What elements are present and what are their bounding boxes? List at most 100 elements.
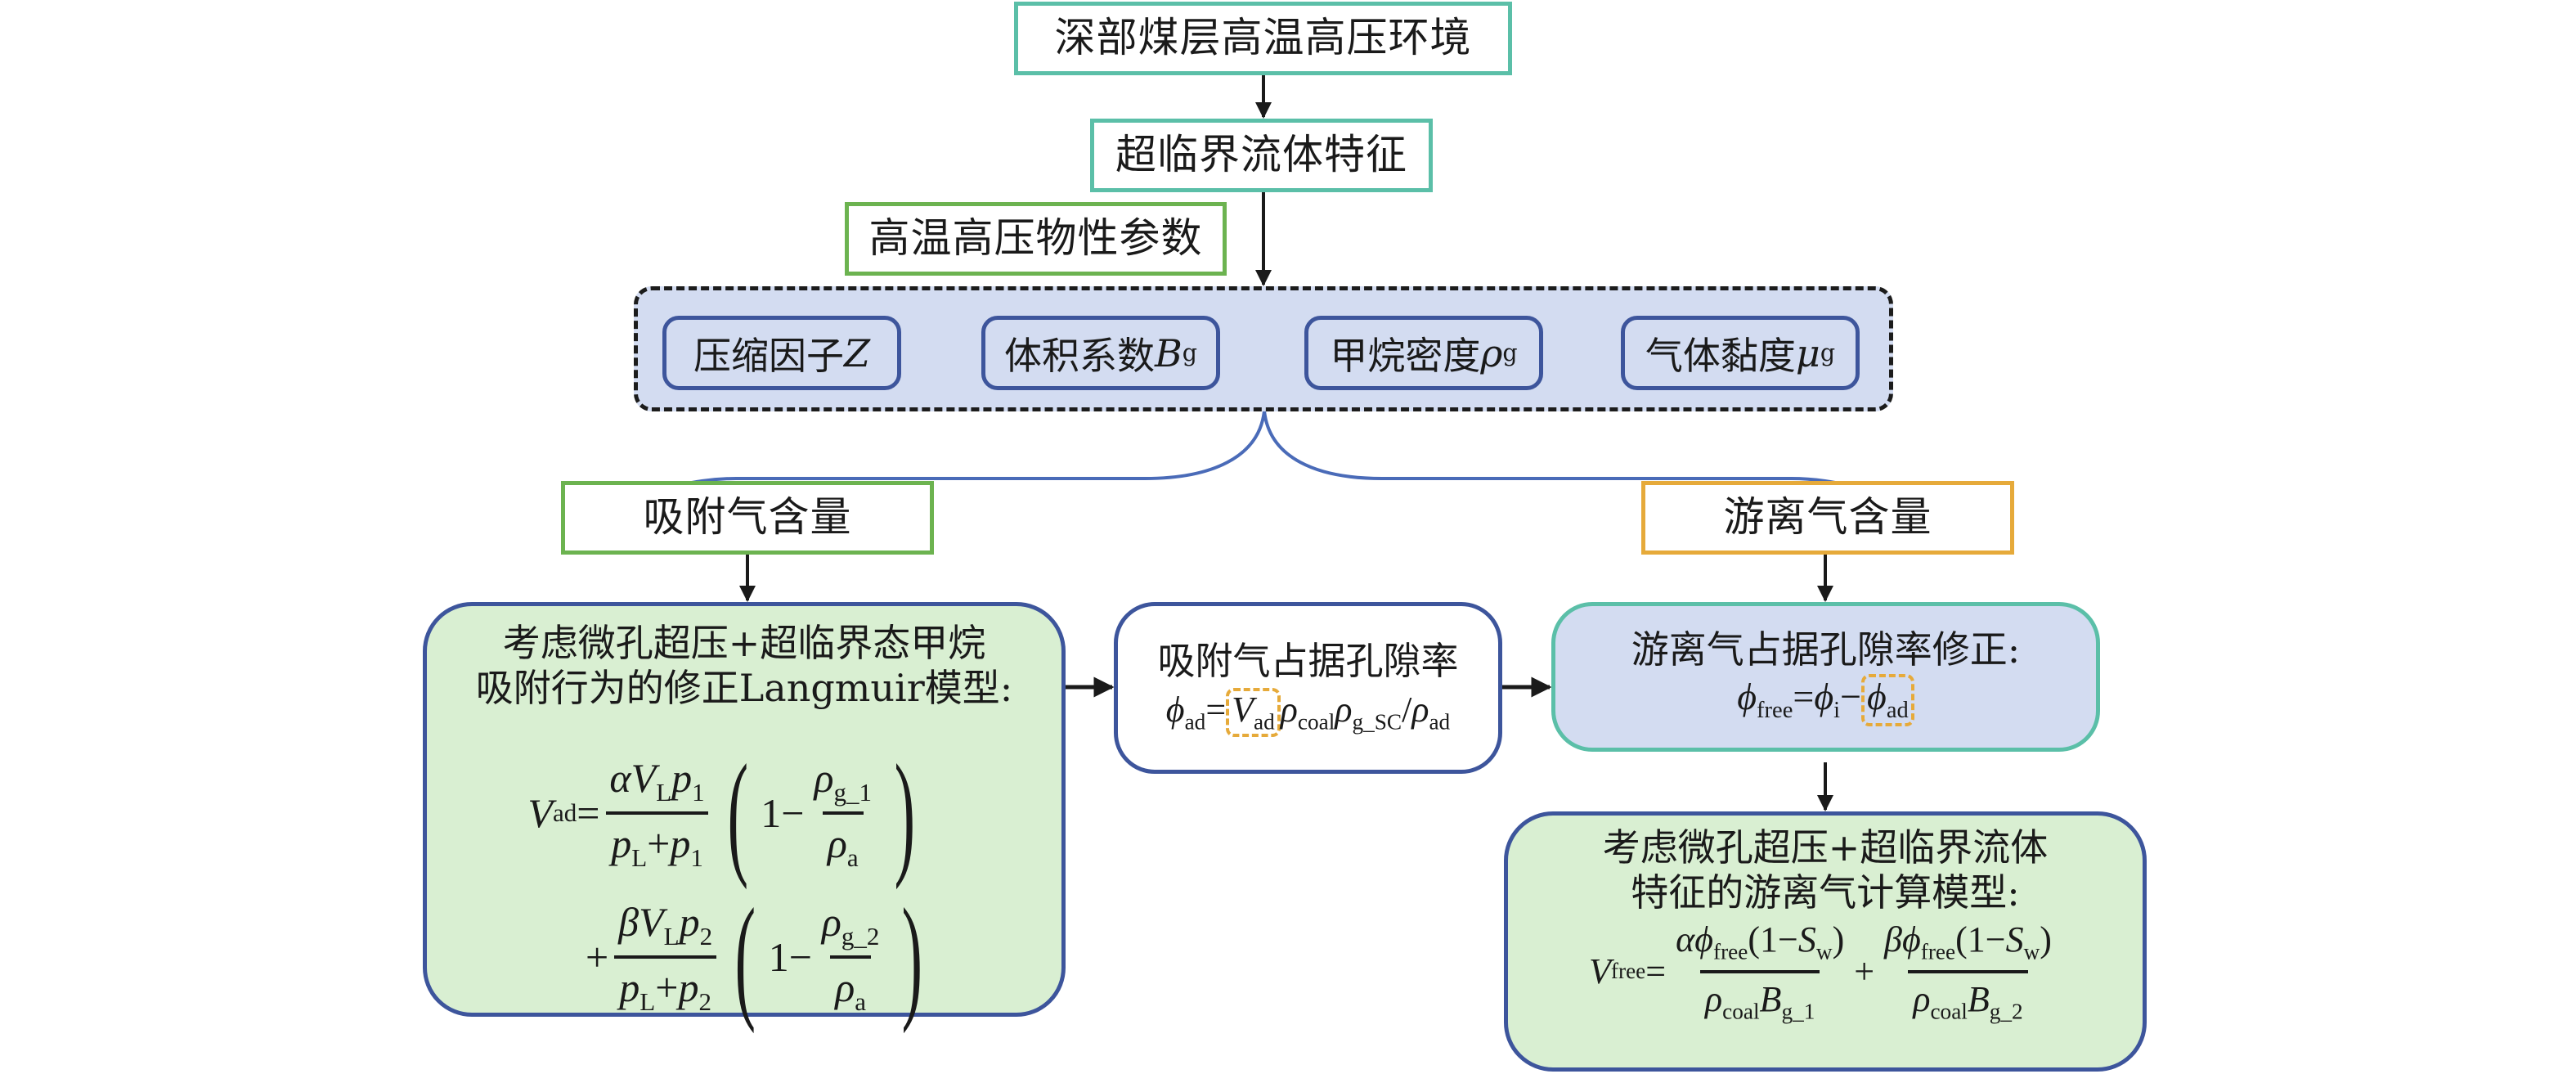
equals-sign: =	[577, 790, 600, 837]
supercritical-box: 超临界流体特征	[1090, 119, 1433, 192]
rho-g2-symbol: ρ	[821, 898, 841, 945]
p2-sub: 2	[698, 987, 711, 1017]
rho-a-symbol: ρ	[835, 964, 855, 1011]
divide-sign: /	[1402, 689, 1412, 730]
free-porosity-box: 游离气占据孔隙率修正: ϕfree=ϕi−ϕad	[1551, 602, 2100, 752]
bg1-symbol: B	[1759, 978, 1782, 1019]
phi-i-sub: i	[1833, 698, 1841, 724]
phi-i-symbol: ϕ	[1814, 676, 1834, 718]
rho-g1-sub: g_1	[833, 777, 872, 807]
param-label: 体积系数	[1003, 333, 1155, 378]
sw-symbol: S	[1797, 919, 1816, 960]
sw-symbol: S	[2005, 919, 2024, 960]
free-model-term1: αϕfree(1−Sw) ρcoalBg_1	[1671, 919, 1849, 1024]
rho-gsc-sub: g_SC	[1352, 709, 1402, 735]
bg2-symbol: B	[1967, 978, 1990, 1019]
one-minus: 1−	[768, 934, 812, 981]
rho-a-sub: a	[855, 987, 867, 1017]
phi-ad-highlight: ϕad	[1861, 674, 1914, 727]
param-symbol: ρ	[1480, 330, 1503, 375]
phi-free-sub: free	[1920, 939, 1956, 964]
phi-ad-sub: ad	[1886, 698, 1909, 724]
rho-coal-sub: coal	[1722, 999, 1760, 1024]
phi-free-sub: free	[1713, 939, 1748, 964]
equals-sign: =	[1645, 951, 1667, 992]
p1-symbol: p	[671, 754, 693, 801]
properties-label: 高温高压物性参数	[868, 214, 1203, 263]
p1-sub: 1	[690, 843, 703, 873]
right-paren: )	[1832, 919, 1845, 960]
langmuir-title-line1: 考虑微孔超压+超临界态甲烷	[502, 621, 986, 665]
p2-symbol: p	[678, 964, 699, 1011]
rho-a-sub: a	[846, 843, 859, 873]
bg1-sub: g_1	[1781, 999, 1815, 1024]
right-paren: )	[901, 880, 923, 1035]
minus-sign: −	[1840, 676, 1862, 718]
equals-sign: =	[1205, 689, 1227, 730]
plus-sign: +	[655, 964, 679, 1011]
environment-box: 深部煤层高温高压环境	[1014, 2, 1512, 75]
p2-sub: 2	[699, 921, 713, 950]
vl-sub: L	[656, 777, 672, 807]
rho-g1-symbol: ρ	[814, 754, 834, 801]
one-minus: 1−	[761, 790, 805, 837]
rho-coal-sub: coal	[1930, 999, 1968, 1024]
phi-symbol: ϕ	[1165, 689, 1185, 730]
left-paren: (	[734, 880, 756, 1035]
free-porosity-equation: ϕfree=ϕi−ϕad	[1737, 674, 1914, 727]
properties-label-box: 高温高压物性参数	[845, 202, 1227, 276]
alpha-symbol: α	[609, 754, 631, 801]
rho-ad-symbol: ρ	[1411, 689, 1429, 730]
free-model-title-line2: 特征的游离气计算模型:	[1631, 870, 2020, 915]
param-label: 压缩因子	[693, 333, 845, 378]
v-free-symbol: V	[1589, 951, 1611, 992]
param-symbol: B	[1154, 330, 1183, 375]
param-label: 气体黏度	[1645, 333, 1796, 378]
supercritical-label: 超临界流体特征	[1115, 131, 1407, 179]
param-sub: g	[1182, 339, 1198, 366]
phi-free-symbol: ϕ	[1737, 676, 1757, 718]
free-content-label: 游离气含量	[1723, 493, 1932, 541]
p1-symbol: p	[670, 820, 691, 867]
rho-coal-symbol: ρ	[1913, 978, 1931, 1019]
param-symbol: μ	[1795, 330, 1820, 375]
pl-symbol: p	[619, 964, 640, 1011]
vl-symbol: V	[639, 898, 664, 945]
phi-free-sub: free	[1757, 698, 1793, 724]
one-minus: (1−	[1955, 919, 2006, 960]
rho-coal-symbol: ρ	[1705, 978, 1723, 1019]
param-sub: g	[1820, 339, 1836, 366]
left-paren: (	[727, 736, 748, 891]
rho-ad-sub: ad	[1429, 709, 1451, 735]
free-content-box: 游离气含量	[1641, 481, 2014, 555]
param-symbol: Z	[844, 330, 870, 375]
rho-a-symbol: ρ	[827, 820, 847, 867]
sw-sub: w	[2023, 939, 2040, 964]
right-paren: )	[2040, 919, 2052, 960]
rho-coal-symbol: ρ	[1280, 689, 1298, 730]
v-ad-highlight: Vad	[1226, 687, 1281, 737]
v-ad-sub: ad	[552, 798, 577, 828]
v-sub: ad	[1254, 709, 1275, 735]
phi-ad-symbol: ϕ	[1867, 676, 1887, 718]
right-paren: )	[894, 736, 916, 891]
v-symbol: V	[1232, 689, 1254, 730]
rho-gsc-symbol: ρ	[1335, 689, 1353, 730]
free-porosity-title: 游离气占据孔隙率修正:	[1631, 627, 2021, 672]
rho-coal-sub: coal	[1297, 709, 1335, 735]
free-model-term2: βϕfree(1−Sw) ρcoalBg_2	[1879, 919, 2057, 1024]
adsorbed-content-box: 吸附气含量	[561, 481, 934, 555]
langmuir-title-line2: 吸附行为的修正Langmuir模型:	[475, 666, 1013, 711]
bracket-curve-right	[1263, 410, 1878, 490]
